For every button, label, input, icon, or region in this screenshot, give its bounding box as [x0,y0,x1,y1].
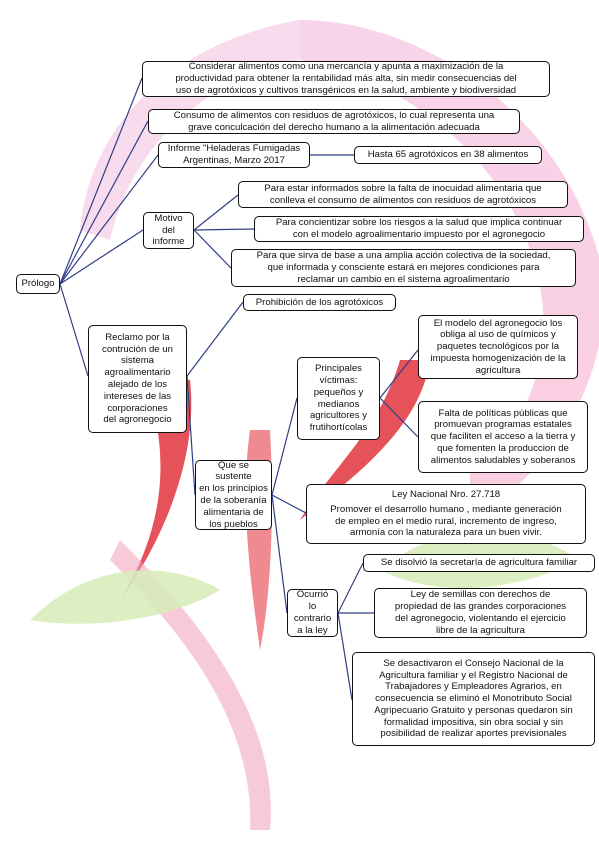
node-modelo: El modelo del agronegocio los obliga al … [418,315,578,379]
watermark-pink-shape [300,20,599,520]
node-motivo: Motivo del informe [143,212,194,249]
node-motivo-1: Para estar informados sobre la falta de … [238,181,568,208]
node-victimas: Principales víctimas: pequeños y mediano… [297,357,380,440]
node-prologo: Prólogo [16,274,60,294]
node-ley-body: Promover el desarrollo humano , mediante… [330,503,562,539]
watermark-red-ribbon-right [300,360,430,520]
node-hasta: Hasta 65 agrotóxicos en 38 alimentos [354,146,542,164]
watermark-leaf-left [30,570,220,624]
node-motivo-2: Para concientizar sobre los riesgos a la… [254,216,584,242]
node-desactivaron: Se desactivaron el Consejo Nacional de l… [352,652,595,746]
node-semillas: Ley de semillas con derechos de propieda… [374,588,587,638]
node-informe: Informe "Heladeras Fumigadas Argentinas,… [158,142,310,168]
node-motivo-3: Para que sirva de base a una amplia acci… [231,249,576,287]
watermark-pink-curve [110,540,271,830]
node-ocurrio: Ocurrió lo contrario a la ley [287,589,338,637]
node-reclamo: Reclamo por la contrución de un sistema … [88,325,187,433]
node-disolvio: Se disolvió la secretaría de agricultura… [363,554,595,572]
node-considerar: Considerar alimentos como una mercancía … [142,61,550,97]
node-ley: Ley Nacional Nro. 27.718 Promover el des… [306,484,586,544]
node-consumo: Consumo de alimentos con residuos de agr… [148,109,520,134]
node-prohibicion: Prohibición de los agrotóxicos [243,294,396,311]
node-ley-title: Ley Nacional Nro. 27.718 [391,488,501,500]
node-falta: Falta de políticas públicas que promueva… [418,401,588,473]
node-sustente: Que se sustente en los principios de la … [195,460,272,530]
